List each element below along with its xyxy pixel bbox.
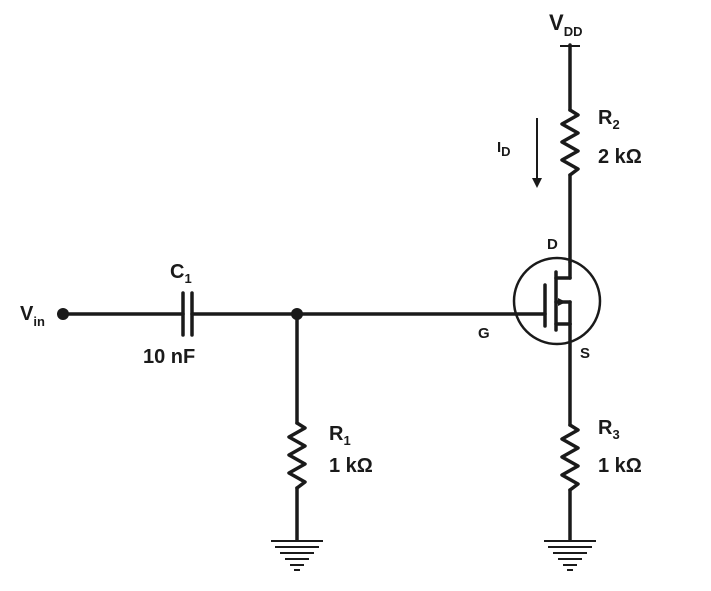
- mosfet-circle: [512, 256, 602, 346]
- r1-label: R1: [329, 423, 351, 448]
- vdd-label: VDD: [549, 10, 582, 39]
- id-label: ID: [497, 139, 511, 159]
- mosfet-arrow: [558, 298, 566, 306]
- ground-icon: [271, 540, 323, 571]
- r1-resistor: [287, 421, 307, 490]
- r3-resistor: [560, 423, 580, 492]
- drain-label: D: [547, 236, 558, 253]
- r2-resistor: [560, 108, 580, 177]
- source-label: S: [580, 345, 590, 362]
- c1-value: 10 nF: [143, 346, 195, 368]
- gate-label: G: [478, 325, 490, 342]
- r3-label: R3: [598, 417, 620, 442]
- r1-value: 1 kΩ: [329, 455, 373, 477]
- id-arrow-head: [532, 178, 542, 188]
- c1-label: C1: [170, 261, 192, 286]
- r2-label: R2: [598, 107, 620, 132]
- r3-value: 1 kΩ: [598, 455, 642, 477]
- vin-label: Vin: [20, 303, 45, 329]
- ground-icon: [544, 540, 596, 571]
- r2-value: 2 kΩ: [598, 146, 642, 168]
